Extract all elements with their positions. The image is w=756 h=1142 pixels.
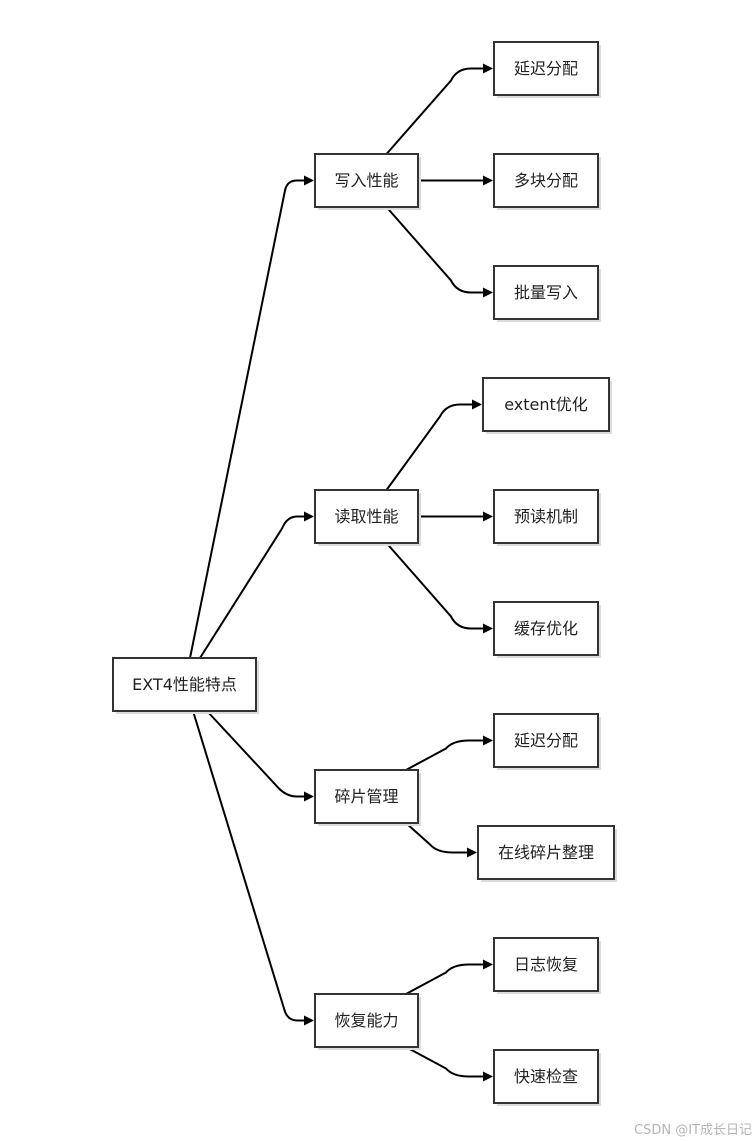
branch-node-4-label: 恢复能力 [334,1011,398,1030]
edge-root-to-branch-1 [189,175,314,659]
edge-branch-1-to-leaf-3 [385,206,493,298]
leaf-node-1-1: 延迟分配 [493,41,601,98]
leaf-node-4-2: 快速检查 [493,1049,601,1106]
leaf-node-3-2-box [477,825,615,880]
edge-root-to-branch-2 [199,511,314,659]
leaf-node-2-3-box [493,601,599,656]
watermark: CSDN @IT成长日记 [634,1123,752,1138]
edge-branch-1-to-leaf-1 [385,63,493,155]
branch-node-3: 碎片管理 [314,769,421,826]
root-node-box [112,657,257,712]
edge-branch-4-to-leaf-2 [405,1046,493,1082]
leaf-node-1-2: 多块分配 [493,153,601,210]
branch-node-3-box [314,769,419,824]
branch-node-1-label: 写入性能 [334,171,398,190]
leaf-node-4-1-label: 日志恢复 [514,955,578,974]
leaf-node-2-1: extent优化 [482,377,612,434]
branch-node-1-box [314,153,419,208]
edge-root-to-branch-4 [192,710,314,1026]
branch-node-2-box [314,489,419,544]
leaf-node-1-1-label: 延迟分配 [514,59,578,78]
branch-node-2: 读取性能 [314,489,421,546]
leaf-node-4-2-box [493,1049,599,1104]
edge-branch-4-to-leaf-1 [405,959,493,995]
leaf-node-3-1-box [493,713,599,768]
leaf-node-2-2-label: 预读机制 [514,507,578,526]
leaf-node-3-2-label: 在线碎片整理 [498,843,594,862]
edge-root-to-branch-3 [206,710,314,802]
leaf-node-1-2-box [493,153,599,208]
leaf-node-1-3-label: 批量写入 [514,283,578,302]
leaf-node-3-1: 延迟分配 [493,713,601,770]
leaf-node-1-2-label: 多块分配 [514,171,578,190]
branch-node-1: 写入性能 [314,153,421,210]
edge-branch-2-to-leaf-1 [385,399,482,491]
leaf-node-2-2-box [493,489,599,544]
leaf-node-4-2-label: 快速检查 [514,1067,578,1086]
leaf-node-2-1-box [482,377,610,432]
branch-node-3-label: 碎片管理 [334,787,398,806]
leaf-node-4-1-box [493,937,599,992]
leaf-node-1-3: 批量写入 [493,265,601,322]
edge-branch-2-to-leaf-3 [385,542,493,634]
leaf-node-1-1-box [493,41,599,96]
edge-branch-3-to-leaf-2 [405,822,477,858]
leaf-node-3-1-label: 延迟分配 [514,731,578,750]
leaf-node-2-1-label: extent优化 [504,395,588,414]
branch-node-2-label: 读取性能 [334,507,398,526]
leaf-node-2-2: 预读机制 [493,489,601,546]
leaf-node-3-2: 在线碎片整理 [477,825,617,882]
root-node: EXT4性能特点 [112,657,259,714]
leaf-node-4-1: 日志恢复 [493,937,601,994]
leaf-node-2-3-label: 缓存优化 [514,619,578,638]
branch-node-4: 恢复能力 [314,993,421,1050]
edge-branch-3-to-leaf-1 [405,735,493,771]
leaf-node-2-3: 缓存优化 [493,601,601,658]
root-node-label: EXT4性能特点 [132,675,237,694]
leaf-node-1-3-box [493,265,599,320]
branch-node-4-box [314,993,419,1048]
